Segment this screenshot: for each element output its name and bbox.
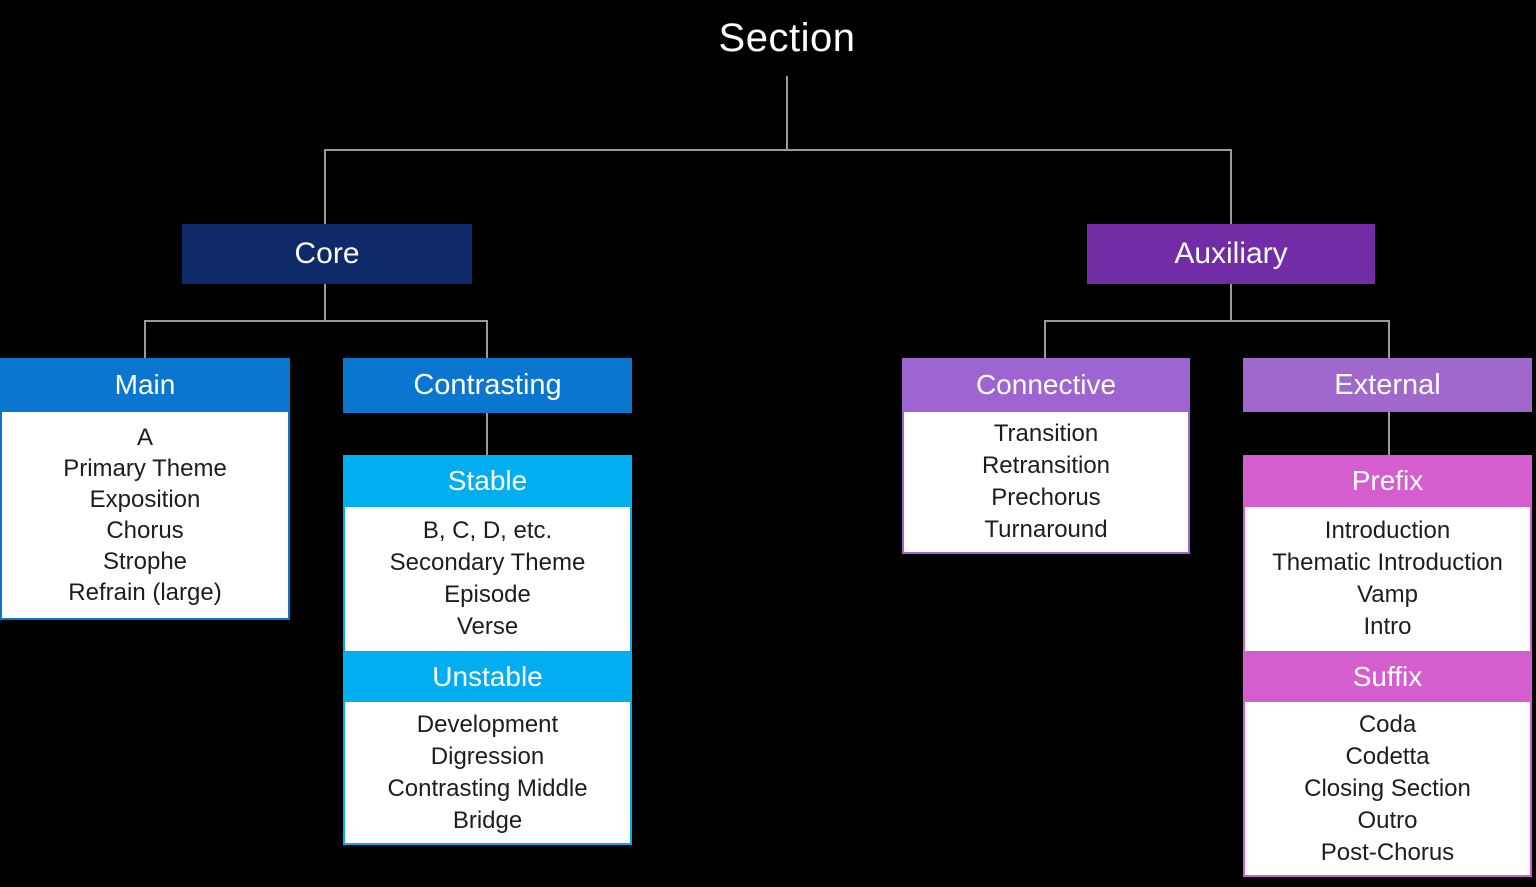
list-item: Closing Section <box>1304 774 1471 802</box>
list-item: Secondary Theme <box>389 549 586 576</box>
list-item: Thematic Introduction <box>1272 549 1503 576</box>
connector-line-auxiliary-span <box>1044 320 1390 322</box>
node-suffix-header: Suffix <box>1243 651 1532 702</box>
diagram-title: Section <box>718 16 856 60</box>
node-main-header: Main <box>0 358 290 412</box>
list-item: Transition <box>993 420 1099 447</box>
connector-line-root-stem <box>786 76 788 150</box>
connector-line-to-core <box>324 149 326 224</box>
node-auxiliary: Auxiliary <box>1087 224 1375 284</box>
list-item: Turnaround <box>984 516 1108 543</box>
connector-line-to-external <box>1388 320 1390 358</box>
connector-line-to-connective <box>1044 320 1046 358</box>
connector-line-to-main <box>144 320 146 358</box>
node-unstable-header: Unstable <box>343 651 632 702</box>
list-item: Outro <box>1357 806 1418 834</box>
node-prefix-suffix-panel: Prefix Introduction Thematic Introductio… <box>1243 455 1532 877</box>
list-item: B, C, D, etc. <box>422 517 553 544</box>
list-item: Introduction <box>1324 517 1451 544</box>
list-item: Contrasting Middle <box>387 774 588 802</box>
connector-line-core-stem <box>324 284 326 322</box>
list-item: Intro <box>1363 613 1412 640</box>
node-suffix-items: Coda Codetta Closing Section Outro Post-… <box>1243 702 1532 877</box>
list-item: Refrain (large) <box>68 579 222 606</box>
connector-line-to-contrasting <box>486 320 488 358</box>
connector-line-external-stem <box>1388 412 1390 455</box>
list-item: Retransition <box>981 452 1111 479</box>
list-item: Chorus <box>106 517 184 544</box>
list-item: Verse <box>456 613 519 640</box>
node-contrasting: Contrasting <box>343 358 632 413</box>
connector-line-auxiliary-stem <box>1230 284 1232 322</box>
node-connective-items: Transition Retransition Prechorus Turnar… <box>902 412 1190 554</box>
node-stable-unstable-panel: Stable B, C, D, etc. Secondary Theme Epi… <box>343 455 632 845</box>
connector-line-core-span <box>144 320 488 322</box>
list-item: Strophe <box>102 548 188 575</box>
list-item: A <box>136 424 153 451</box>
node-connective-header: Connective <box>902 358 1190 412</box>
node-connective-panel: Connective Transition Retransition Prech… <box>902 358 1190 554</box>
node-main-items: A Primary Theme Exposition Chorus Stroph… <box>0 412 290 620</box>
connector-line-contrasting-stem <box>486 412 488 455</box>
list-item: Episode <box>444 581 531 608</box>
list-item: Prechorus <box>991 484 1101 511</box>
node-external: External <box>1243 358 1532 412</box>
list-item: Exposition <box>89 486 201 513</box>
node-main-panel: Main A Primary Theme Exposition Chorus S… <box>0 358 290 620</box>
list-item: Codetta <box>1345 742 1430 770</box>
list-item: Development <box>416 710 559 738</box>
list-item: Coda <box>1358 710 1417 738</box>
node-core: Core <box>182 224 472 284</box>
connector-line-level1-span <box>324 149 1232 151</box>
list-item: Bridge <box>452 806 523 834</box>
node-stable-header: Stable <box>343 455 632 507</box>
list-item: Digression <box>430 742 545 770</box>
node-unstable-items: Development Digression Contrasting Middl… <box>343 702 632 845</box>
node-prefix-header: Prefix <box>1243 455 1532 507</box>
list-item: Post-Chorus <box>1320 838 1455 866</box>
list-item: Primary Theme <box>63 455 227 482</box>
list-item: Vamp <box>1357 581 1418 608</box>
connector-line-to-auxiliary <box>1230 149 1232 224</box>
node-stable-items: B, C, D, etc. Secondary Theme Episode Ve… <box>343 507 632 651</box>
node-prefix-items: Introduction Thematic Introduction Vamp … <box>1243 507 1532 651</box>
